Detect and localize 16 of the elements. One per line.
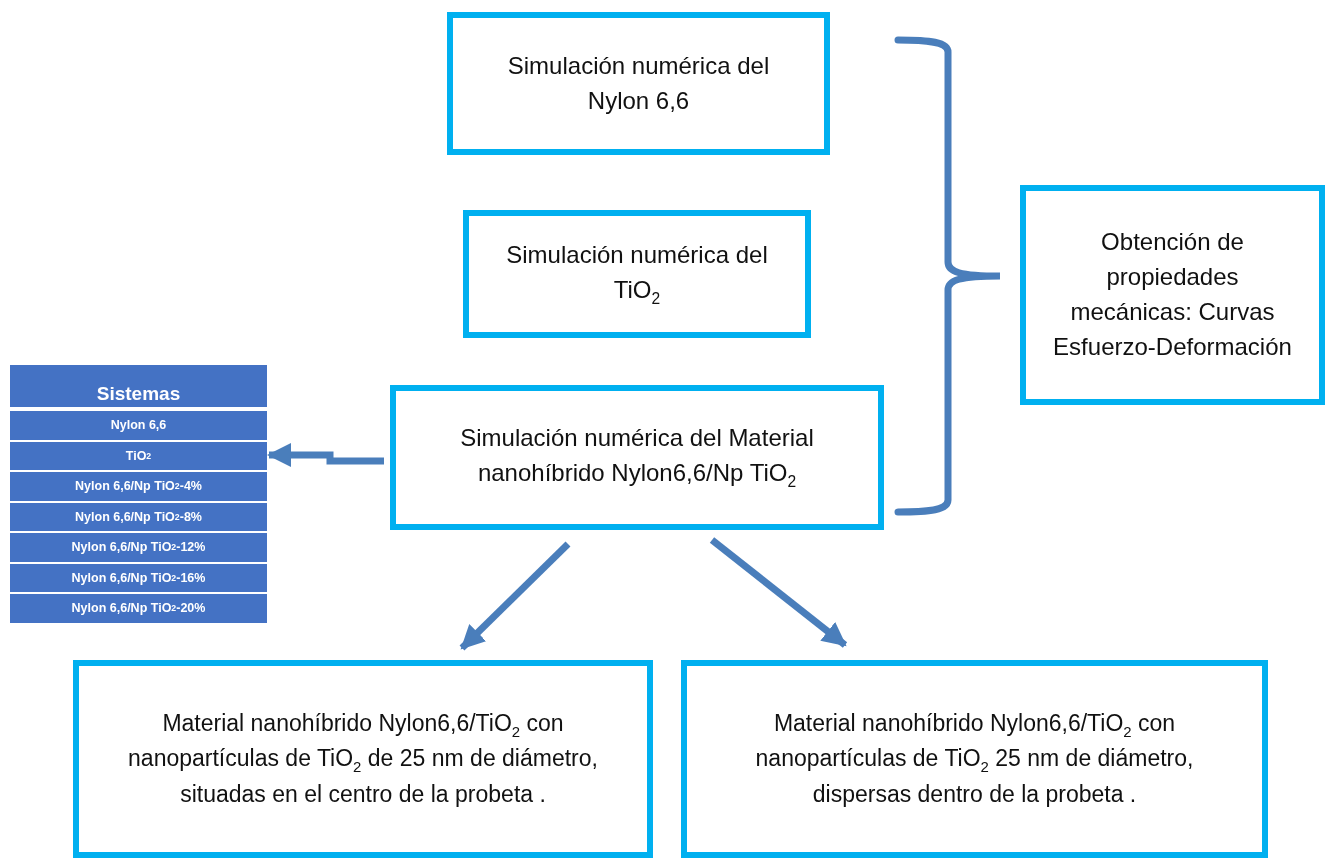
table-header-cell: Sistemas — [10, 365, 267, 407]
box-text: Material nanohíbrido Nylon6,6/TiO$_{2}$ con nanopartículas de TiO$_{2}$ de 25 nm de diámetro, situadas en el centro de la probeta . — [127, 709, 599, 809]
process-box — [390, 385, 884, 530]
table-cell: Nylon 6,6 — [10, 411, 267, 440]
process-box — [463, 210, 811, 338]
arrow — [459, 541, 571, 651]
box-text: Simulación numérica del TiO$_{2}$ — [505, 239, 769, 309]
process-box — [681, 660, 1268, 858]
process-box — [1020, 185, 1325, 405]
box-text: Obtención de propiedades mecánicas: Curvas Esfuerzo-Deformación — [1052, 227, 1293, 362]
process-box — [447, 12, 830, 155]
box-text: Material nanohíbrido Nylon6,6/TiO$_{2}$ con nanopartículas de TiO$_{2}$ 25 nm de diámetro, dispersas dentro de la probeta . — [754, 709, 1195, 809]
process-box — [73, 660, 653, 858]
arrow — [709, 537, 848, 648]
box-text: Simulación numérica del Nylon 6,6 — [506, 50, 771, 116]
box-text: Simulación numérica del Material nanohíbrido Nylon6,6/Np TiO$_{2}$ — [459, 423, 815, 492]
